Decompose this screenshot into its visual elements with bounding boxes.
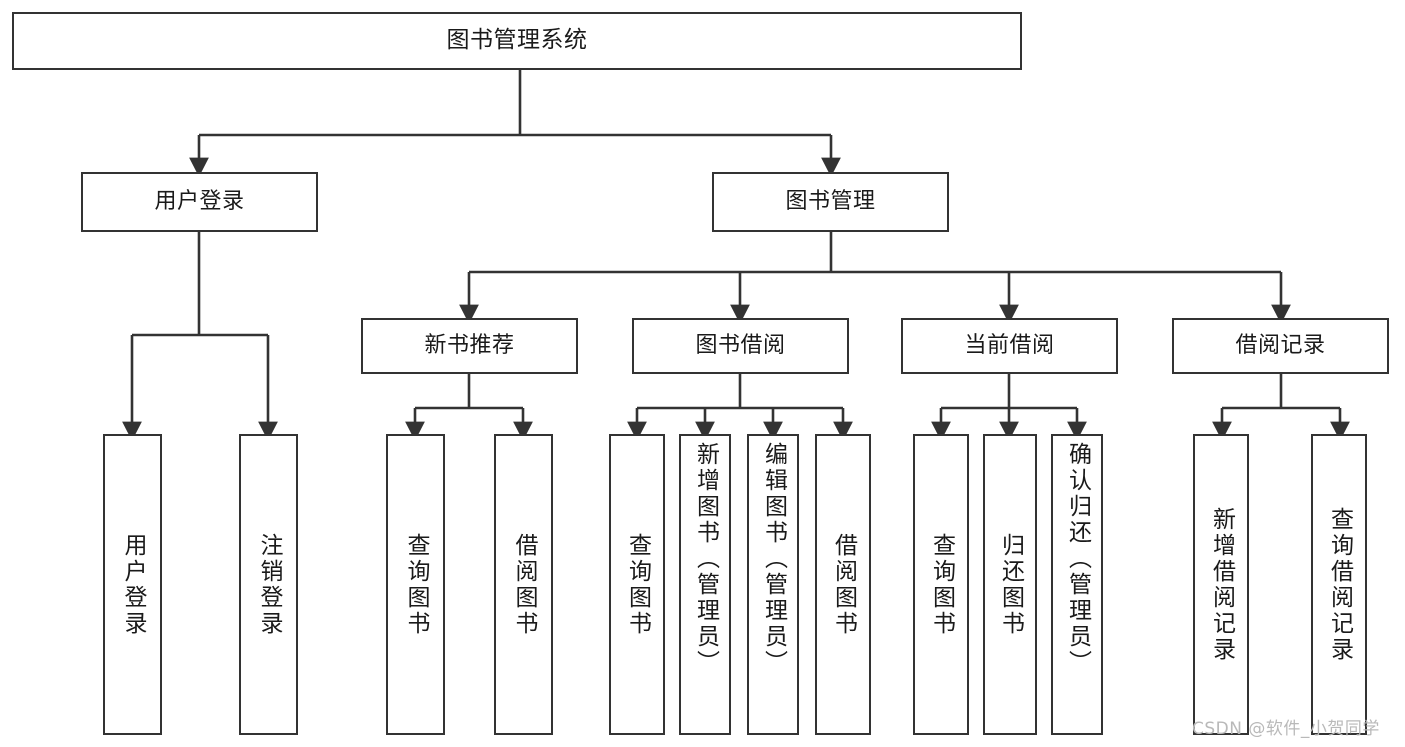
leaf-bb-query-book[interactable]: 查询图书 bbox=[609, 434, 665, 735]
leaf-cb-confirm-return-admin[interactable]: 确认归还（管理员） bbox=[1051, 434, 1103, 735]
leaf-br-query-record-label: 查询借阅记录 bbox=[1326, 506, 1353, 663]
leaf-br-query-record[interactable]: 查询借阅记录 bbox=[1311, 434, 1367, 735]
leaf-cb-return-book-label: 归还图书 bbox=[997, 532, 1024, 637]
node-book-manage[interactable]: 图书管理 bbox=[712, 172, 949, 232]
leaf-cb-query-book-label: 查询图书 bbox=[928, 532, 955, 637]
leaf-logout[interactable]: 注销登录 bbox=[239, 434, 298, 735]
leaf-br-add-record-label: 新增借阅记录 bbox=[1208, 506, 1235, 663]
node-book-borrow[interactable]: 图书借阅 bbox=[632, 318, 849, 374]
leaf-nb-borrow-book[interactable]: 借阅图书 bbox=[494, 434, 553, 735]
leaf-user-login[interactable]: 用户登录 bbox=[103, 434, 162, 735]
node-current-borrow-label: 当前借阅 bbox=[964, 333, 1055, 359]
node-root[interactable]: 图书管理系统 bbox=[12, 12, 1022, 70]
leaf-bb-edit-book-admin[interactable]: 编辑图书（管理员） bbox=[747, 434, 799, 735]
node-current-borrow[interactable]: 当前借阅 bbox=[901, 318, 1118, 374]
node-borrow-record[interactable]: 借阅记录 bbox=[1172, 318, 1389, 374]
leaf-br-add-record[interactable]: 新增借阅记录 bbox=[1193, 434, 1249, 735]
node-user-login[interactable]: 用户登录 bbox=[81, 172, 318, 232]
leaf-nb-query-book[interactable]: 查询图书 bbox=[386, 434, 445, 735]
node-book-borrow-label: 图书借阅 bbox=[695, 333, 786, 359]
csdn-watermark: CSDN @软件_小贺同学 bbox=[1192, 719, 1380, 739]
leaf-cb-return-book[interactable]: 归还图书 bbox=[983, 434, 1037, 735]
leaf-nb-borrow-book-label: 借阅图书 bbox=[511, 532, 537, 637]
leaf-bb-add-book-admin[interactable]: 新增图书（管理员） bbox=[679, 434, 731, 735]
node-book-manage-label: 图书管理 bbox=[785, 189, 876, 215]
leaf-logout-label: 注销登录 bbox=[256, 532, 282, 637]
leaf-cb-query-book[interactable]: 查询图书 bbox=[913, 434, 969, 735]
node-new-book-recommend-label: 新书推荐 bbox=[424, 333, 515, 359]
leaf-bb-edit-book-admin-label: 编辑图书（管理员） bbox=[760, 442, 787, 676]
node-user-login-label: 用户登录 bbox=[154, 189, 245, 215]
leaf-bb-borrow-book[interactable]: 借阅图书 bbox=[815, 434, 871, 735]
node-new-book-recommend[interactable]: 新书推荐 bbox=[361, 318, 578, 374]
node-root-label: 图书管理系统 bbox=[446, 27, 588, 54]
leaf-bb-query-book-label: 查询图书 bbox=[624, 532, 651, 637]
leaf-nb-query-book-label: 查询图书 bbox=[403, 532, 429, 637]
leaf-user-login-label: 用户登录 bbox=[120, 532, 146, 637]
leaf-bb-borrow-book-label: 借阅图书 bbox=[830, 532, 857, 637]
node-borrow-record-label: 借阅记录 bbox=[1235, 333, 1326, 359]
leaf-cb-confirm-return-admin-label: 确认归还（管理员） bbox=[1064, 442, 1091, 676]
leaf-bb-add-book-admin-label: 新增图书（管理员） bbox=[692, 442, 719, 676]
